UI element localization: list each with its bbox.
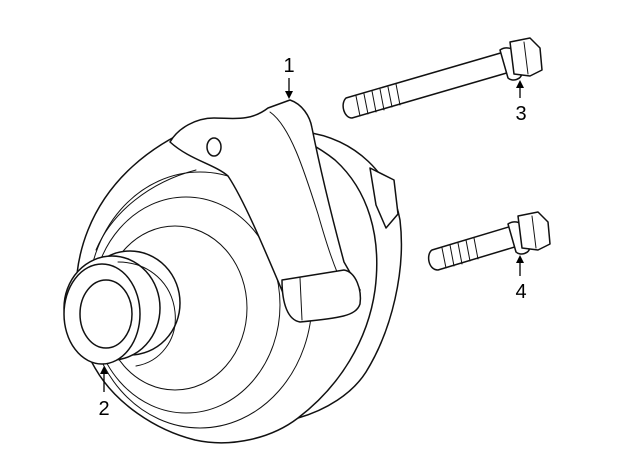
short-bolt-shank — [427, 225, 519, 271]
boss-edge — [299, 277, 303, 321]
alternator-assembly[interactable] — [63, 99, 403, 444]
callout-2-arrow-icon — [100, 366, 108, 374]
callout-1-arrow-icon — [285, 91, 293, 99]
callout-3-arrow-icon — [516, 80, 524, 88]
callout-3-number: 3 — [515, 103, 526, 125]
callout-1-number: 1 — [283, 55, 294, 77]
callout-2-number: 2 — [98, 398, 109, 420]
alternator-lower-boss — [281, 269, 362, 323]
pulley-groove — [117, 261, 176, 367]
short-mounting-bolt[interactable] — [427, 211, 551, 271]
callout-2[interactable]: 2 — [98, 366, 110, 420]
short-bolt-head-facet — [531, 215, 537, 249]
callout-4-arrow-icon — [516, 255, 524, 263]
long-bolt-shank — [342, 51, 511, 119]
callout-4[interactable]: 4 — [515, 255, 527, 303]
callout-3[interactable]: 3 — [515, 80, 527, 125]
long-mounting-bolt[interactable] — [342, 37, 543, 119]
short-bolt-threads — [441, 237, 479, 269]
alternator-side-tab — [369, 167, 399, 229]
pulley-bore — [79, 279, 133, 349]
mounting-ear-hole — [206, 137, 222, 157]
long-bolt-threads — [355, 83, 401, 117]
callout-1[interactable]: 1 — [283, 55, 295, 99]
alternator-face-curve — [95, 169, 197, 251]
mounting-ear-ridge — [269, 111, 347, 293]
callout-4-number: 4 — [515, 281, 526, 303]
long-bolt-head-facet — [523, 41, 529, 75]
